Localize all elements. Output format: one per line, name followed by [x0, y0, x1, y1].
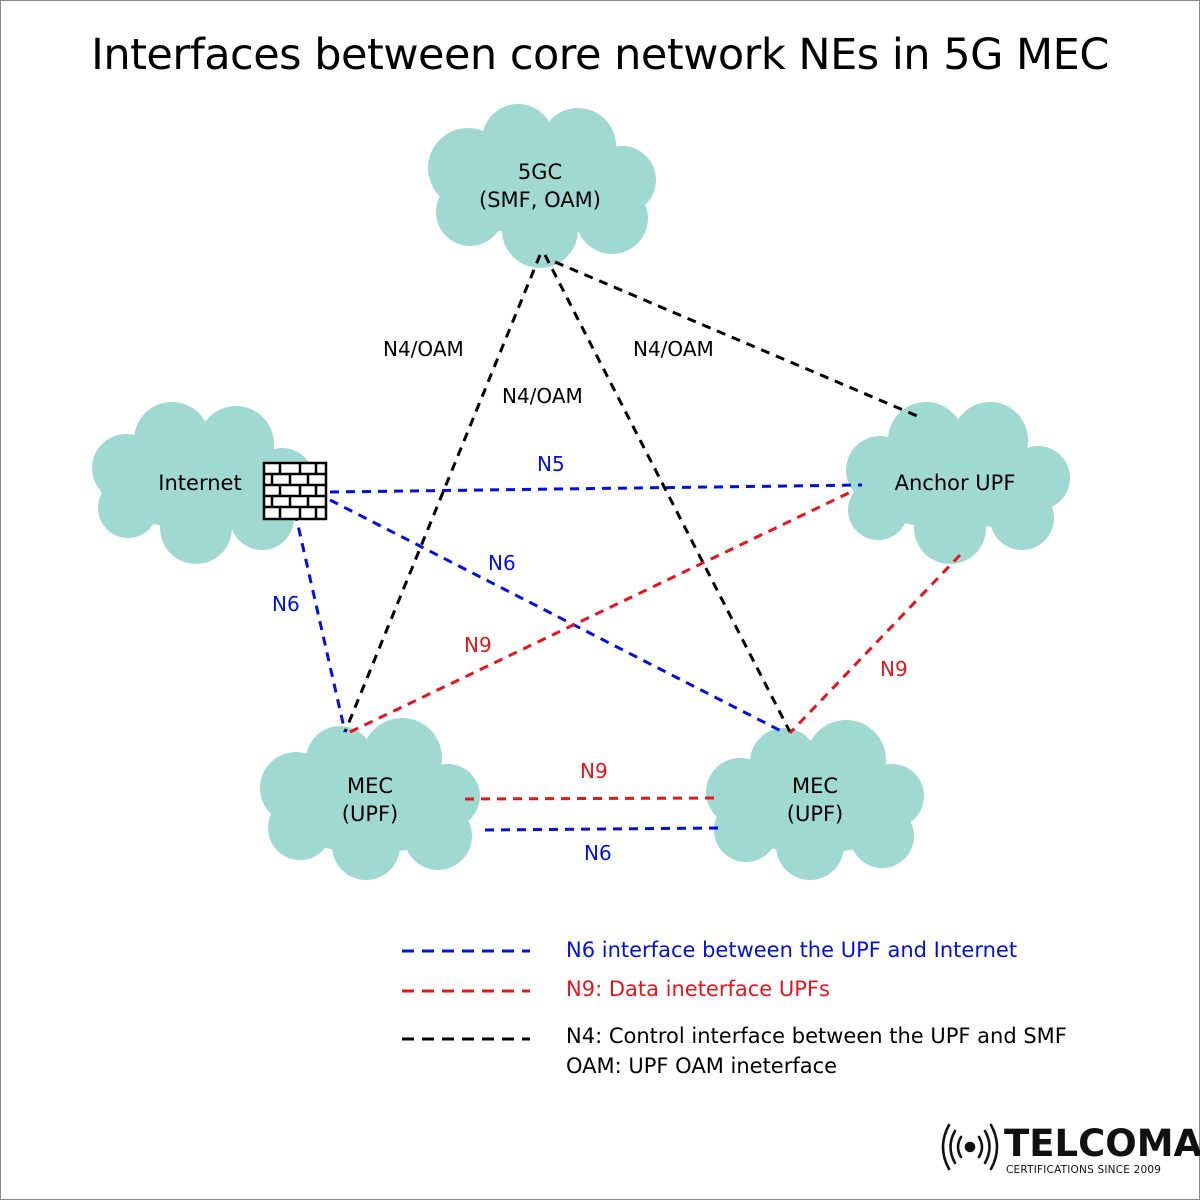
edge-label-n6-diag: N6 — [488, 551, 516, 575]
edge-label-n9-diag: N9 — [464, 633, 492, 657]
link-n6-internet-mec-left — [293, 511, 347, 733]
node-mec-left-label: MEC (UPF) — [310, 772, 430, 828]
edge-label-n4-right: N4/OAM — [633, 337, 714, 361]
link-n9-mec-left-mec-right — [464, 796, 721, 801]
node-mec-left-line2: (UPF) — [341, 802, 399, 826]
edge-label-n6-left: N6 — [272, 592, 300, 616]
node-anchor-upf-label: Anchor UPF — [894, 471, 1016, 495]
link-n6-internet-mec-right — [329, 498, 786, 735]
cloud-mec-left — [260, 718, 480, 880]
edge-label-n4-middle: N4/OAM — [502, 384, 583, 408]
legend-oam-text: OAM: UPF OAM ineterface — [566, 1054, 838, 1078]
node-mec-right-line1: MEC — [791, 774, 839, 798]
link-n9-mec-left-anchor — [349, 488, 856, 734]
antenna-signal-icon — [941, 1123, 999, 1171]
link-n6-mec-left-mec-right — [484, 826, 721, 832]
link-n4-5gc-anchor — [554, 260, 923, 420]
node-mec-right-line2: (UPF) — [786, 802, 844, 826]
legend-n6-text: N6 interface between the UPF and Interne… — [566, 938, 1018, 962]
node-internet-label: Internet — [158, 471, 242, 495]
link-n9-anchor-mec-right — [788, 553, 962, 735]
legend-n4-text: N4: Control interface between the UPF an… — [566, 1024, 1067, 1048]
node-5gc-label: 5GC (SMF, OAM) — [440, 158, 640, 214]
node-5gc-line1: 5GC — [517, 160, 563, 184]
cloud-5gc — [428, 104, 656, 268]
link-n5-internet-anchor — [329, 483, 863, 494]
edge-label-n6-bottom: N6 — [584, 841, 612, 865]
edge-label-n9-bottom: N9 — [580, 759, 608, 783]
legend-n9-text: N9: Data ineterface UPFs — [566, 977, 830, 1001]
edge-label-n5: N5 — [537, 452, 565, 476]
node-mec-left-line1: MEC — [346, 774, 394, 798]
edge-label-n9-right: N9 — [880, 657, 908, 681]
page-title: Interfaces between core network NEs in 5… — [91, 30, 1109, 80]
node-5gc-line2: (SMF, OAM) — [479, 188, 601, 212]
edge-label-n4-left: N4/OAM — [383, 337, 464, 361]
firewall-icon — [262, 461, 328, 521]
link-n4-5gc-mec-right — [543, 254, 792, 733]
legend-n4-oam-text: N4: Control interface between the UPF an… — [566, 1021, 1067, 1081]
cloud-mec-right — [706, 720, 924, 880]
cloud-anchor-upf — [846, 402, 1070, 564]
logo-name: TELCOMA — [1004, 1122, 1200, 1165]
logo-tagline: CERTIFICATIONS SINCE 2009 — [1006, 1164, 1162, 1176]
node-mec-right-label: MEC (UPF) — [755, 772, 875, 828]
link-n4-5gc-mec-left — [343, 254, 542, 733]
